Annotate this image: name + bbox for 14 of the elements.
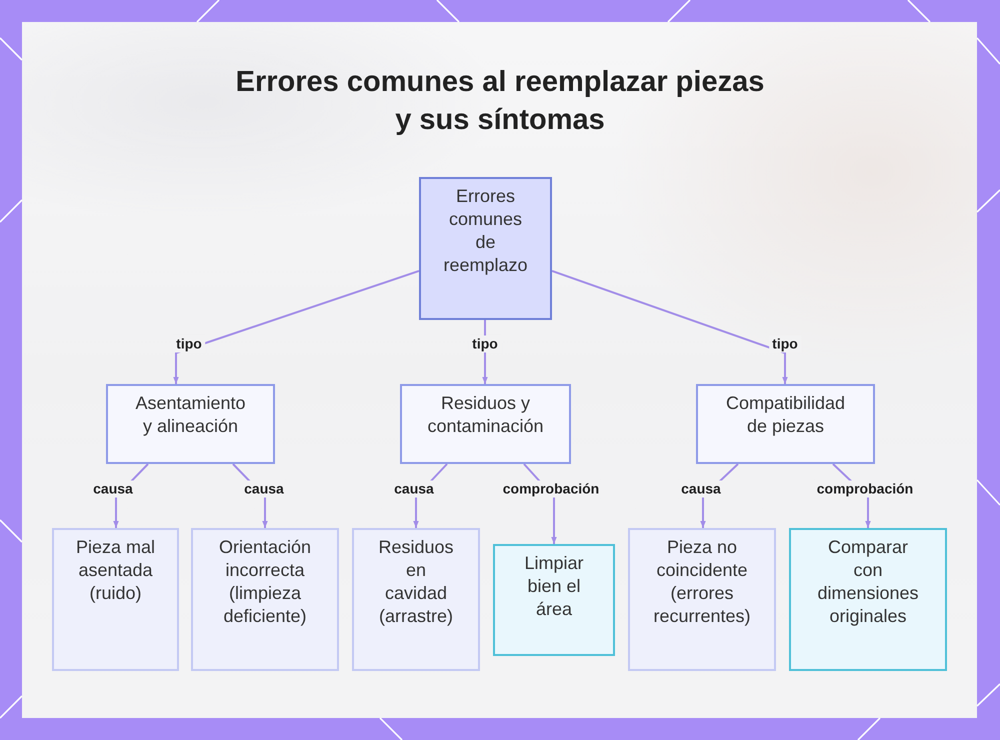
edge-label: tipo [173,336,205,352]
diagram-title: Errores comunes al reemplazar piezas y sus síntomas [234,65,766,138]
category-node: Residuos y contaminación [400,384,571,464]
cause-node: Pieza mal asentada (ruido) [52,528,179,671]
check-node: Comparar con dimensiones originales [789,528,947,671]
category-node: Compatibilidad de piezas [696,384,875,464]
category-node: Asentamiento y alineación [106,384,275,464]
cause-node: Pieza no coincidente (errores recurrentes) [628,528,776,671]
cause-node: Residuos en cavidad (arrastre) [352,528,480,671]
connector-arrow [173,270,420,384]
topic-node: Errores comunes de reemplazo [419,177,552,320]
cause-node: Orientación incorrecta (limpieza deficiente) [191,528,339,671]
connector-arrow [552,270,788,384]
check-node: Limpiar bien el área [493,544,615,656]
